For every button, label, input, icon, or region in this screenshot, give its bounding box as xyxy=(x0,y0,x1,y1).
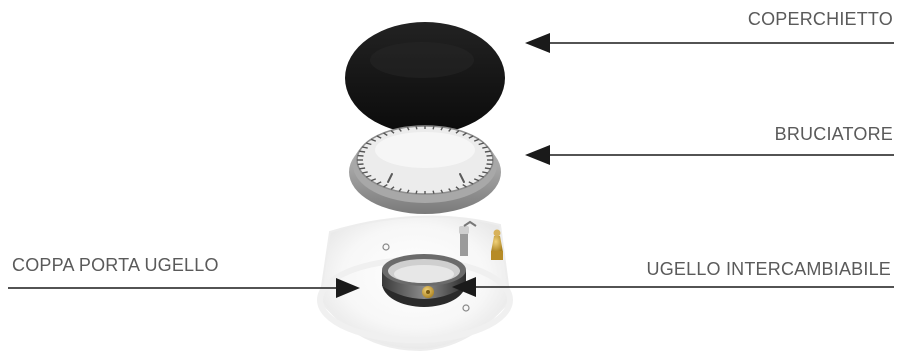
brass-nozzle-installed xyxy=(422,286,434,298)
burner-cap xyxy=(345,22,505,134)
arrowhead-coperchietto xyxy=(525,33,550,53)
label-coperchietto: COPERCHIETTO xyxy=(748,9,893,29)
burner-crown xyxy=(349,126,501,214)
flame-port-tick xyxy=(485,168,491,169)
label-bruciatore: BRUCIATORE xyxy=(775,124,893,144)
flame-port-tick xyxy=(485,151,491,152)
flame-port-tick xyxy=(433,191,434,194)
arrowhead-bruciatore xyxy=(525,145,550,165)
flame-port-tick xyxy=(433,126,434,129)
flame-port-tick xyxy=(359,168,365,169)
flame-port-tick xyxy=(359,151,365,152)
label-ugello-intercambiabile: UGELLO INTERCAMBIABILE xyxy=(647,259,891,279)
flame-port-tick xyxy=(416,126,417,129)
label-coppa-porta-ugello: COPPA PORTA UGELLO xyxy=(12,255,219,275)
flame-port-tick xyxy=(416,191,417,194)
